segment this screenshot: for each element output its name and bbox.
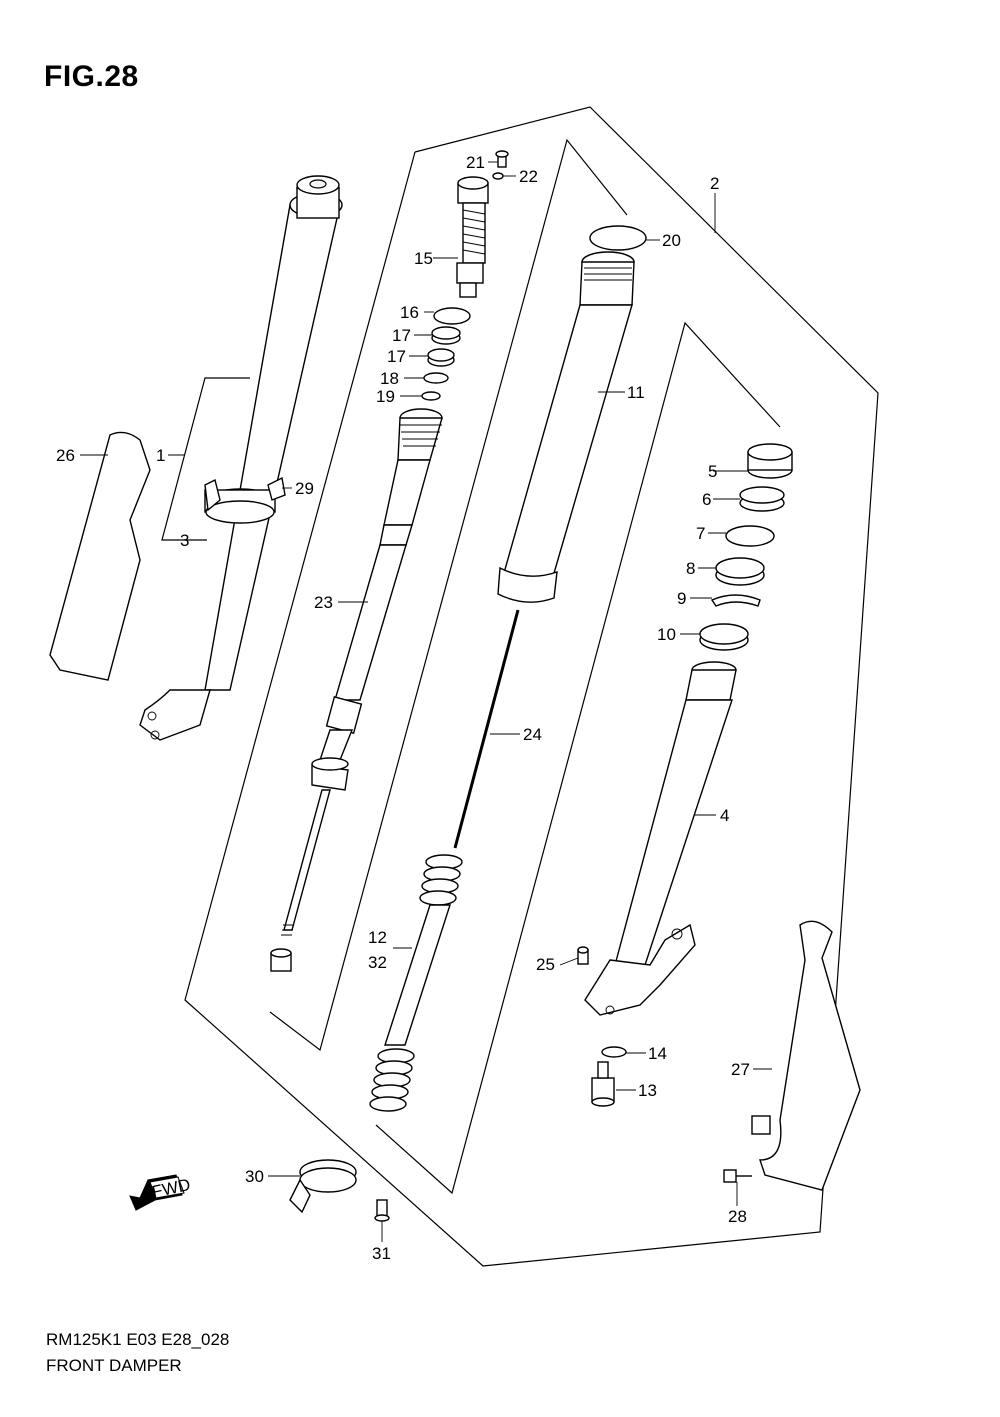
oil-seal-part-8 [715,557,765,586]
callout-15: 15 [414,249,433,268]
damper-rod-assembly-part-15 [456,176,489,298]
clamp-part-30 [289,1159,357,1214]
callout-28: 28 [728,1207,747,1226]
callout-16: 16 [400,303,419,322]
figure-code: RM125K1 E03 E28_028 [46,1330,230,1349]
assembly-outline-inner-right [375,321,781,1195]
callout-7: 7 [696,524,705,543]
callout-21: 21 [466,153,485,172]
callout-6: 6 [702,490,711,509]
bolt-part-21 [495,150,509,168]
washer-part-7 [725,525,775,547]
callout-9: 9 [677,589,686,608]
callout-32: 32 [368,953,387,972]
assembly-outline-inner-left [269,138,628,1052]
callout-17a: 17 [392,326,411,345]
callout-18: 18 [380,369,399,388]
callout-2: 2 [710,174,719,193]
callout-27: 27 [731,1060,750,1079]
callout-24: 24 [523,725,542,744]
damper-cartridge-part-23 [281,408,443,936]
callout-26: 26 [56,446,75,465]
spring-part-12 [369,854,463,1112]
callout-13: 13 [638,1081,657,1100]
figure-name: FRONT DAMPER [46,1356,182,1375]
callout-31: 31 [372,1244,391,1263]
callout-22: 22 [519,167,538,186]
figure-title: FIG.28 [44,60,139,93]
callout-5: 5 [708,462,717,481]
callout-17b: 17 [387,347,406,366]
callout-3: 3 [180,531,189,550]
callout-14: 14 [648,1044,667,1063]
assembly-outline-2 [184,106,879,1267]
callout-10: 10 [657,625,676,644]
spacer-rod-part-24 [453,609,520,849]
bushing-part-17b [427,348,455,367]
bolt-part-25 [577,946,589,965]
inner-tube-part-11 [497,251,635,603]
o-ring-part-20 [589,225,647,251]
callout-29: 29 [295,479,314,498]
callout-23: 23 [314,593,333,612]
leader-lines [80,161,772,1242]
callout-11: 11 [627,383,645,402]
callout-19: 19 [376,387,395,406]
guard-bracket-part-27 [751,1115,771,1135]
fwd-arrow-icon: FWD [129,1174,192,1211]
clip-part-9 [710,594,761,607]
ring-part-19 [421,391,441,401]
callout-30: 30 [245,1167,264,1186]
outer-tube-part-1 [139,175,343,741]
callout-4: 4 [720,806,729,825]
callout-20: 20 [662,231,681,250]
nut-part-23 [270,948,292,972]
bolt-part-31 [374,1199,390,1222]
callout-12: 12 [368,928,387,947]
assembly-outline-1 [161,377,250,541]
callout-8: 8 [686,559,695,578]
bushing-part-6 [739,486,785,512]
washer-part-22 [492,172,504,180]
clamp-part-29 [204,476,286,512]
dust-seal-part-10 [699,623,749,651]
fork-guard-part-26 [49,431,151,681]
outer-tube-part-4 [584,661,737,1016]
fork-guard-part-27 [759,920,861,1191]
o-ring-part-16 [433,307,471,325]
callout-25: 25 [536,955,555,974]
ring-part-18 [423,372,449,384]
o-ring-part-14 [601,1046,627,1058]
callout-1: 1 [156,446,165,465]
bolt-part-28 [723,1169,752,1183]
adjuster-bolt-part-13 [591,1061,615,1107]
bushing-part-5 [747,443,793,479]
bushing-part-17a [431,326,461,345]
